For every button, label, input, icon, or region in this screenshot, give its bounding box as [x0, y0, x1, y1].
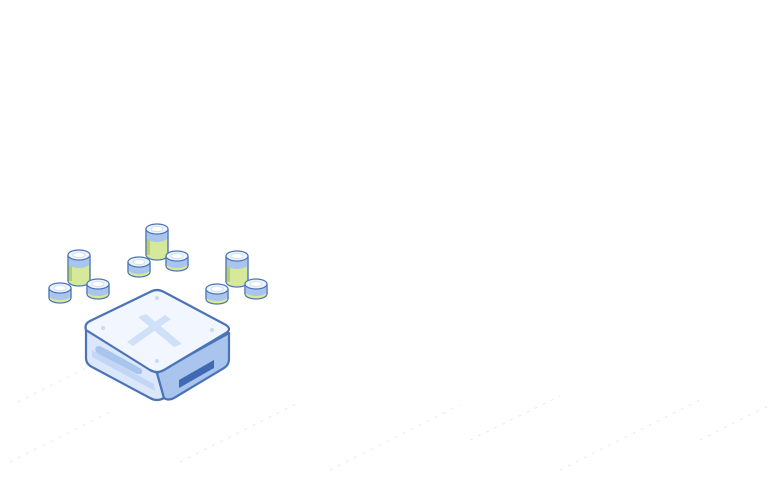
server-device-icon [84, 288, 231, 402]
ground-lines [9, 365, 771, 471]
coin-stack-icon [205, 250, 268, 305]
coin-stack-icon [48, 249, 110, 304]
x-logo-icon [127, 314, 182, 347]
device-slot [179, 360, 214, 388]
coin-stack-icon [127, 223, 189, 278]
